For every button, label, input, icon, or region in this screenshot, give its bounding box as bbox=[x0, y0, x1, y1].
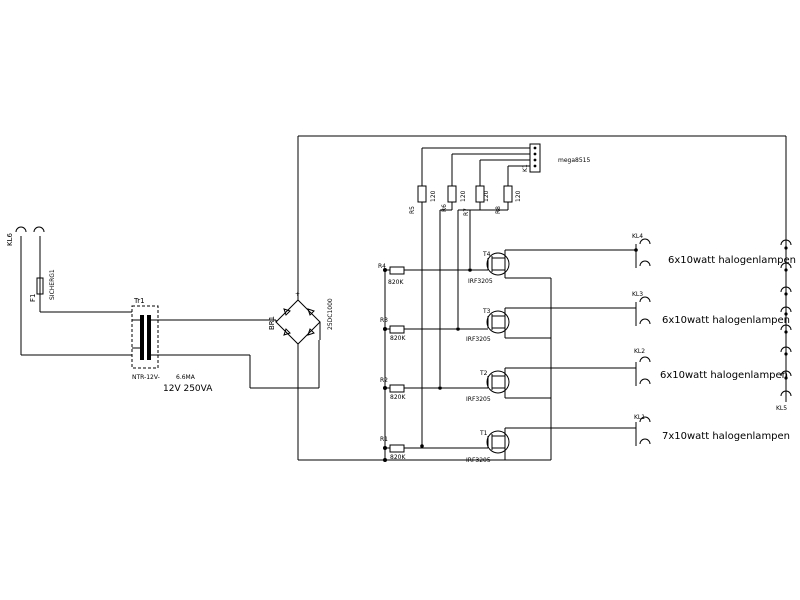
load-label-2: 6x10watt halogenlampen bbox=[662, 315, 790, 326]
connector-kl5: KL5 bbox=[776, 239, 792, 412]
resistor-r5: R5 120 bbox=[409, 185, 437, 214]
resistor-r4-value: 820K bbox=[388, 279, 404, 286]
connector-kl4: KL4 bbox=[632, 233, 651, 268]
mosfet-t1: T1 IRF3205 bbox=[466, 428, 510, 464]
rectifier-value: 25DC1000 bbox=[327, 298, 334, 330]
resistor-r5-ref: R5 bbox=[409, 206, 416, 214]
load-label-1: 6x10watt halogenlampen bbox=[668, 255, 796, 266]
controller-header-k1: K1 mega8515 bbox=[522, 143, 590, 173]
resistor-r6-value: 120 bbox=[460, 190, 467, 202]
resistor-r7-ref: R7 bbox=[463, 208, 470, 216]
resistor-r2: R2 820K bbox=[380, 377, 406, 401]
resistor-r1-value: 820K bbox=[390, 454, 406, 461]
transformer-rating-small: 6.6MA bbox=[176, 374, 196, 381]
fuse-f1: F1 SICHERG1 bbox=[29, 269, 56, 302]
connector-kl1: KL1 bbox=[634, 414, 651, 446]
bridge-rectifier-br1: + BR1 25DC1000 bbox=[268, 291, 334, 345]
mosfet-t2-ref: T2 bbox=[479, 370, 488, 377]
mosfet-t4: T4 IRF3205 bbox=[468, 250, 510, 285]
resistor-r2-value: 820K bbox=[390, 394, 406, 401]
transformer-tr1: Tr1 NTR-12V- 6.6MA 12V 250VA bbox=[131, 297, 213, 394]
load-label-3: 6x10watt halogenlampen bbox=[660, 370, 788, 381]
resistor-r6-ref: R6 bbox=[441, 204, 448, 212]
resistor-r3-value: 820K bbox=[390, 335, 406, 342]
mosfet-t3-part: IRF3205 bbox=[466, 336, 491, 343]
controller-ref: K1 bbox=[522, 164, 529, 172]
mosfet-t3: T3 IRF3205 bbox=[466, 308, 510, 343]
transformer-ref: Tr1 bbox=[133, 297, 145, 305]
connector-kl3-label: KL3 bbox=[632, 291, 643, 298]
resistor-r4-ref: R4 bbox=[378, 263, 386, 270]
transformer-part: NTR-12V- bbox=[132, 374, 160, 381]
resistor-r7: R7 120 bbox=[463, 185, 490, 216]
fuse-f1-value: SICHERG1 bbox=[49, 269, 56, 300]
resistor-r3: R3 820K bbox=[380, 317, 406, 342]
resistor-r3-ref: R3 bbox=[380, 317, 388, 324]
connector-kl6-label: KL6 bbox=[6, 233, 14, 246]
mosfet-t2: T2 IRF3205 bbox=[466, 368, 510, 403]
fuse-f1-ref: F1 bbox=[29, 294, 37, 302]
mosfet-t3-ref: T3 bbox=[482, 308, 491, 315]
resistor-r1: R1 820K bbox=[380, 436, 406, 461]
resistor-r8-value: 120 bbox=[515, 190, 522, 202]
connector-kl4-label: KL4 bbox=[632, 233, 643, 240]
connector-kl1-label: KL1 bbox=[634, 414, 645, 421]
resistor-r1-ref: R1 bbox=[380, 436, 388, 443]
resistor-r2-ref: R2 bbox=[380, 377, 388, 384]
connector-kl3: KL3 bbox=[632, 291, 651, 326]
transformer-rating: 12V 250VA bbox=[163, 384, 213, 394]
connector-kl6: KL6 bbox=[6, 226, 45, 246]
mosfet-t4-ref: T4 bbox=[482, 251, 491, 258]
controller-value: mega8515 bbox=[558, 157, 590, 164]
mosfet-t1-part: IRF3205 bbox=[466, 457, 491, 464]
connector-kl2-label: KL2 bbox=[634, 348, 645, 355]
load-label-4: 7x10watt halogenlampen bbox=[662, 431, 790, 442]
resistor-r7-value: 120 bbox=[483, 190, 490, 202]
connector-kl2: KL2 bbox=[634, 348, 651, 386]
mosfet-t4-part: IRF3205 bbox=[468, 278, 493, 285]
resistor-r5-value: 120 bbox=[430, 190, 437, 202]
resistor-r4: R4 820K bbox=[378, 263, 405, 286]
mosfet-t1-ref: T1 bbox=[479, 430, 488, 437]
rectifier-ref: BR1 bbox=[268, 316, 276, 330]
connector-kl5-label: KL5 bbox=[776, 405, 787, 412]
mosfet-t2-part: IRF3205 bbox=[466, 396, 491, 403]
